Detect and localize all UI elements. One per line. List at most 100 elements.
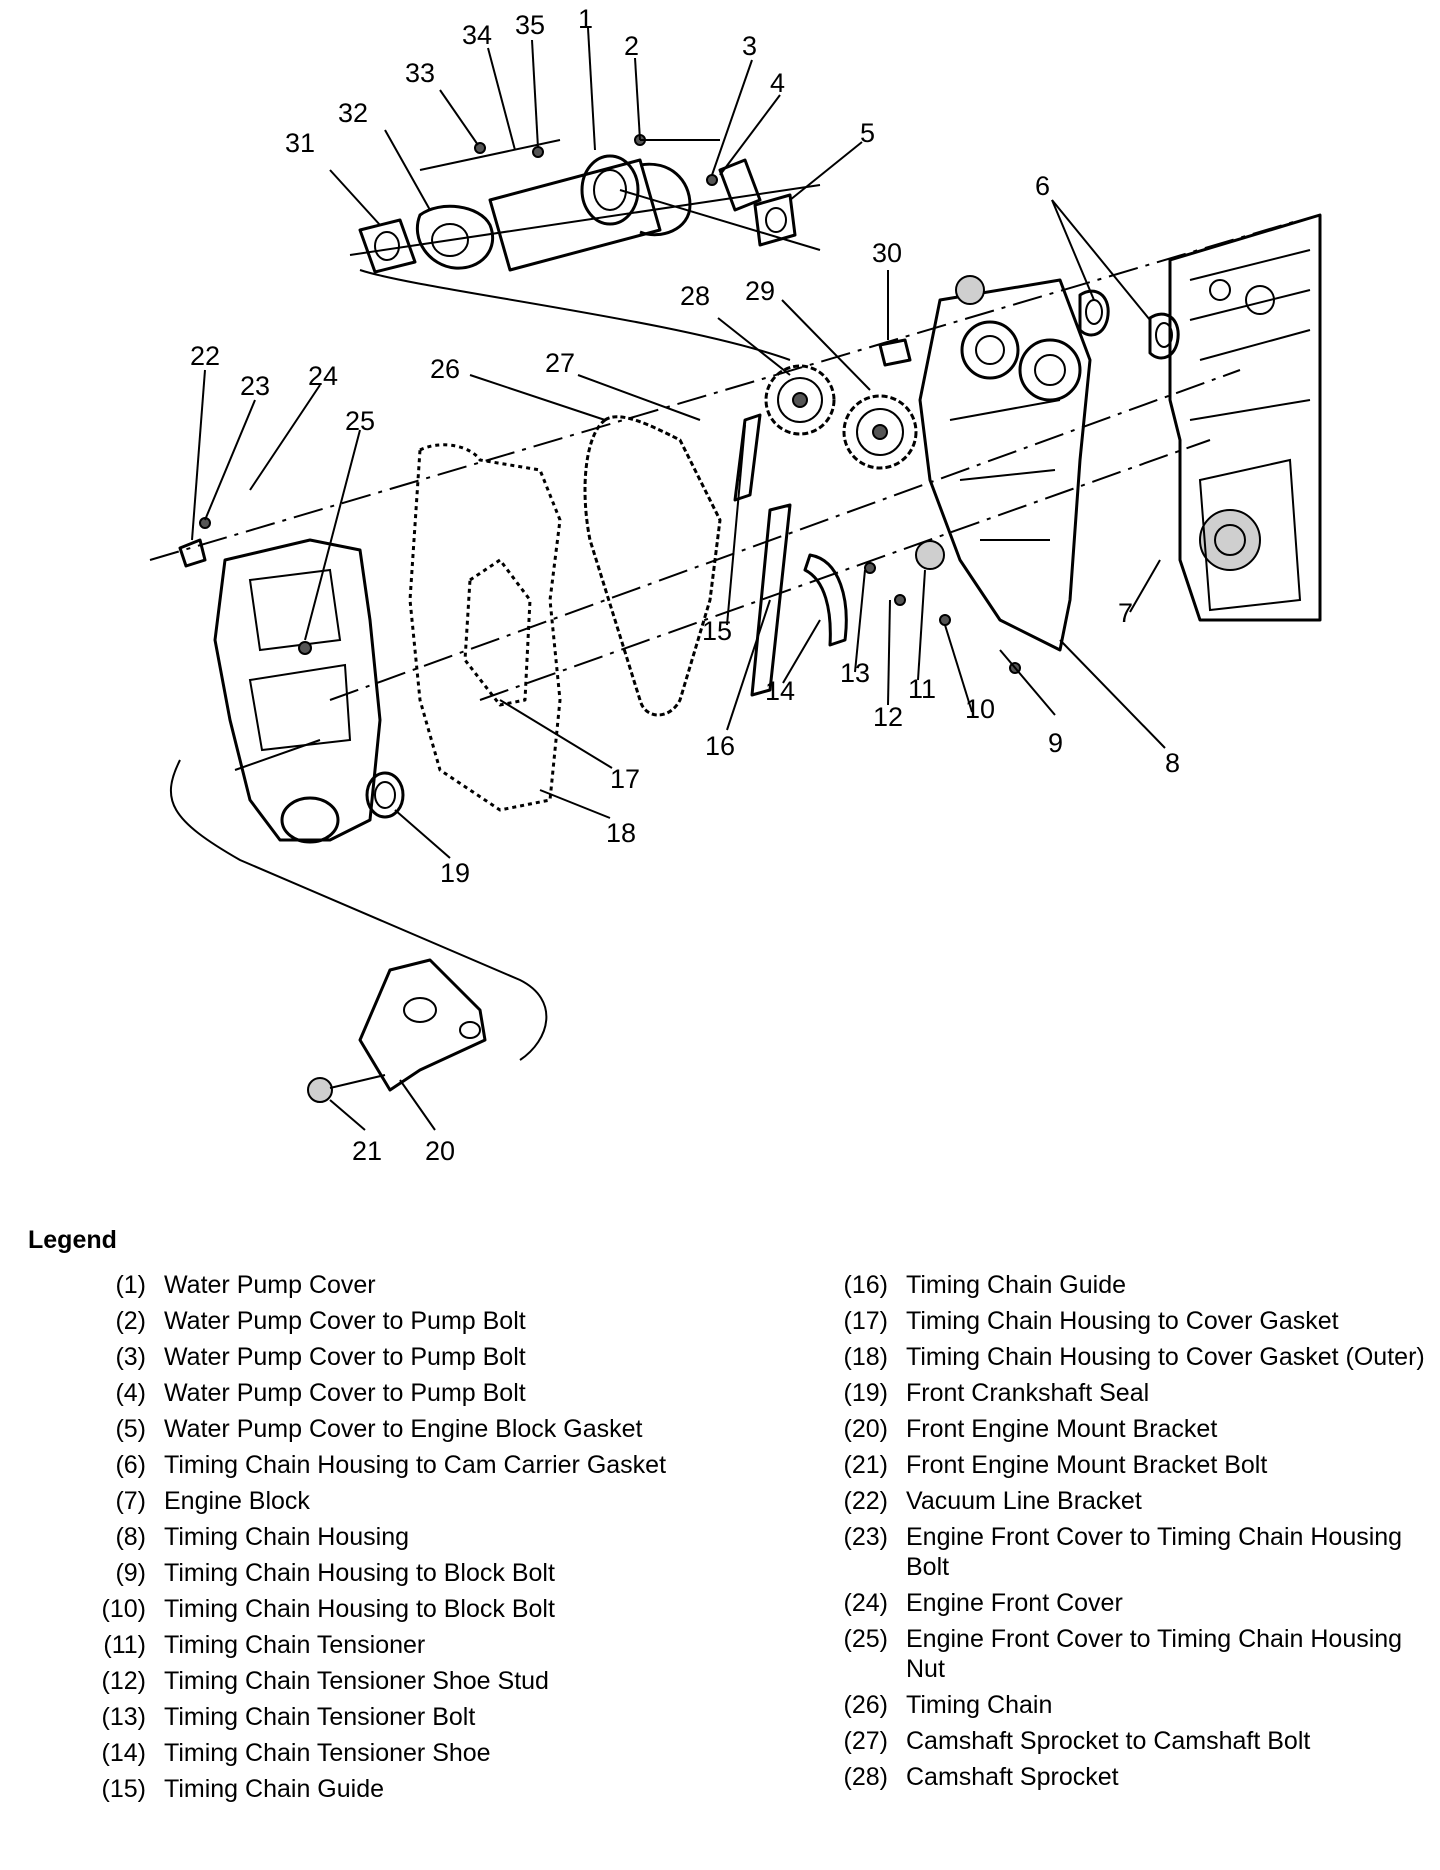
legend-item: (14)Timing Chain Tensioner Shoe xyxy=(64,1738,704,1768)
legend-item-number: (18) xyxy=(843,1343,888,1371)
callout-30: 30 xyxy=(872,238,902,268)
housing-to-cover-gasket-outer xyxy=(408,443,562,812)
callout-4: 4 xyxy=(770,68,785,98)
timing-chain-housing xyxy=(918,275,1092,652)
legend-item: (9)Timing Chain Housing to Block Bolt xyxy=(64,1558,704,1588)
legend-item: (17) Timing Chain Housing to Cover Gasket xyxy=(806,1306,1440,1336)
callout-10: 10 xyxy=(965,694,995,724)
assembly-axis-lines xyxy=(149,139,1301,1061)
legend-item: (3)Water Pump Cover to Pump Bolt xyxy=(64,1342,704,1372)
legend-item-text: Timing Chain Guide xyxy=(164,1775,385,1803)
legend-item: (8)Timing Chain Housing xyxy=(64,1522,704,1552)
timing-chain-guide-15 xyxy=(733,413,762,502)
legend-item-text: Water Pump Cover to Engine Block Gasket xyxy=(164,1415,643,1443)
legend-item: (21)Front Engine Mount Bracket Bolt xyxy=(806,1450,1440,1480)
legend-item-number: (3) xyxy=(115,1343,146,1371)
cam-carrier-gaskets xyxy=(1078,289,1180,360)
water-pump-cover xyxy=(488,154,692,272)
legend-item-text: Timing Chain Tensioner Shoe Stud xyxy=(164,1667,549,1695)
water-pump-gasket xyxy=(718,158,797,247)
thermostat-housing xyxy=(415,204,494,270)
callout-16: 16 xyxy=(705,731,735,761)
legend-item: (18)Timing Chain Housing to Cover Gasket… xyxy=(806,1342,1440,1372)
callout-12: 12 xyxy=(873,702,903,732)
legend-item-number: (19) xyxy=(843,1379,888,1407)
callout-31: 31 xyxy=(285,128,315,158)
callout-14: 14 xyxy=(765,676,795,706)
callout-35: 35 xyxy=(515,10,545,40)
legend-item-number: (10) xyxy=(101,1595,146,1623)
legend-item-number: (15) xyxy=(101,1775,146,1803)
cam-position-actuator xyxy=(878,338,912,367)
legend-item: (26) Timing Chain xyxy=(806,1690,1440,1720)
callout-25: 25 xyxy=(345,406,375,436)
legend-title: Legend xyxy=(28,1226,117,1254)
legend-item-number: (5) xyxy=(115,1415,146,1443)
legend-item: (20)Front Engine Mount Bracket xyxy=(806,1414,1440,1444)
legend-item-number: (1) xyxy=(115,1271,146,1299)
vacuum-line-bracket xyxy=(178,517,211,568)
engine-block xyxy=(1168,213,1322,622)
callout-27: 27 xyxy=(545,348,575,378)
legend-item-number: (8) xyxy=(115,1523,146,1551)
timing-chain-tensioner xyxy=(864,540,1021,674)
callout-29: 29 xyxy=(745,276,775,306)
gasket-top-left xyxy=(358,218,417,274)
legend-item-number: (2) xyxy=(115,1307,146,1335)
legend-item-number: (26) xyxy=(843,1691,888,1719)
legend-item: (10)Timing Chain Housing to Block Bolt xyxy=(64,1594,704,1624)
callout-8: 8 xyxy=(1165,748,1180,778)
legend-item-number: (7) xyxy=(115,1487,146,1515)
legend-item-number: (6) xyxy=(115,1451,146,1479)
legend-item-text: Timing Chain Tensioner Bolt xyxy=(164,1703,476,1731)
legend-item-text: Front Engine Mount Bracket xyxy=(906,1415,1218,1443)
callout-22: 22 xyxy=(190,341,220,371)
legend-item-number: (14) xyxy=(101,1739,146,1767)
legend-item-text: Camshaft Sprocket xyxy=(906,1763,1119,1791)
legend-item-number: (25) xyxy=(843,1625,888,1653)
callout-19: 19 xyxy=(440,858,470,888)
legend-item: (11) Timing Chain Tensioner xyxy=(64,1630,704,1660)
callout-6: 6 xyxy=(1035,171,1050,201)
callout-23: 23 xyxy=(240,371,270,401)
legend-item-text: Water Pump Cover to Pump Bolt xyxy=(164,1379,526,1407)
callout-numbers: 1 2 3 4 5 6 7 8 9 10 11 12 13 14 15 16 1… xyxy=(190,4,1180,1166)
legend-item: (13)Timing Chain Tensioner Bolt xyxy=(64,1702,704,1732)
front-engine-mount-bracket xyxy=(358,958,487,1092)
callout-15: 15 xyxy=(702,616,732,646)
legend-item: (6) Timing Chain Housing to Cam Carrier G… xyxy=(64,1450,704,1480)
callout-33: 33 xyxy=(405,58,435,88)
legend-item-number: (4) xyxy=(115,1379,146,1407)
legend-item: (23)Engine Front Cover to Timing Chain H… xyxy=(806,1522,1440,1582)
legend-item-text: Timing Chain Housing to Cover Gasket xyxy=(906,1307,1339,1335)
legend-item-number: (21) xyxy=(843,1451,888,1479)
legend-item-number: (11) xyxy=(103,1631,146,1659)
legend-item-text: Engine Front Cover xyxy=(906,1589,1123,1617)
callout-9: 9 xyxy=(1048,728,1063,758)
callout-17: 17 xyxy=(610,764,640,794)
legend-item-number: (24) xyxy=(843,1589,888,1617)
callout-20: 20 xyxy=(425,1136,455,1166)
legend-item: (22)Vacuum Line Bracket xyxy=(806,1486,1440,1516)
legend-item-text: Timing Chain Housing to Cam Carrier Gask… xyxy=(164,1451,667,1479)
camshaft-sprocket-2 xyxy=(842,394,918,470)
front-crankshaft-seal xyxy=(365,771,405,819)
legend-item-number: (16) xyxy=(843,1271,888,1299)
legend-item: (2) Water Pump Cover to Pump Bolt xyxy=(64,1306,704,1336)
legend-item-number: (22) xyxy=(843,1487,888,1515)
legend-item-text: Engine Front Cover to Timing Chain Housi… xyxy=(906,1625,1403,1683)
legend-item-number: (17) xyxy=(843,1307,888,1335)
legend-item-text: Water Pump Cover to Pump Bolt xyxy=(164,1307,526,1335)
callout-7: 7 xyxy=(1118,598,1133,628)
legend-item-text: Timing Chain Housing to Block Bolt xyxy=(164,1559,555,1587)
legend-item: (19)Front Crankshaft Seal xyxy=(806,1378,1440,1408)
legend-item: (12)Timing Chain Tensioner Shoe Stud xyxy=(64,1666,704,1696)
legend-item-text: Timing Chain Tensioner xyxy=(164,1631,426,1659)
callout-18: 18 xyxy=(606,818,636,848)
engine-front-cover xyxy=(213,538,382,844)
legend-item: (27)Camshaft Sprocket to Camshaft Bolt xyxy=(806,1726,1440,1756)
legend-item-text: Engine Front Cover to Timing Chain Housi… xyxy=(906,1523,1403,1581)
callout-13: 13 xyxy=(840,658,870,688)
legend-item-text: Timing Chain xyxy=(906,1691,1053,1719)
callout-26: 26 xyxy=(430,354,460,384)
